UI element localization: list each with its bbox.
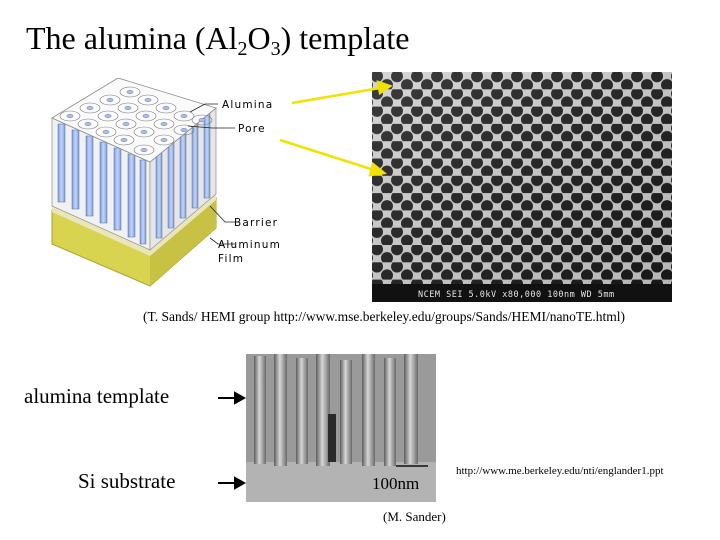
arrow-si-substrate-head [234,476,247,490]
slide-title: The alumina (Al2O3) template [26,20,410,60]
alumina-template-diagram: Alumina Pore Barrier Aluminum Film [51,78,281,287]
citation-sands: (T. Sands/ HEMI group http://www.mse.ber… [143,309,626,324]
sem-databar: NCEM SEI 5.0kV x80,000 100nm WD 5mm [418,290,615,300]
label-si-substrate: Si substrate [78,469,176,493]
label-aluminum: Aluminum [218,239,281,251]
citation-url: http://www.me.berkeley.edu/nti/englander… [456,465,664,477]
label-alumina-template: alumina template [24,384,170,408]
label-pore: Pore [238,123,266,135]
label-alumina: Alumina [222,99,273,111]
arrow-alumina-template-head [234,391,247,405]
arrow-alumina [291,86,381,105]
sem-cross-section-image [246,354,436,502]
label-barrier: Barrier [234,217,278,229]
sem-top-view-image: NCEM SEI 5.0kV x80,000 100nm WD 5mm [372,72,672,302]
citation-sander: (M. Sander) [383,509,446,524]
label-film: Film [218,253,244,265]
scale-bar-label: 100nm [372,474,420,493]
